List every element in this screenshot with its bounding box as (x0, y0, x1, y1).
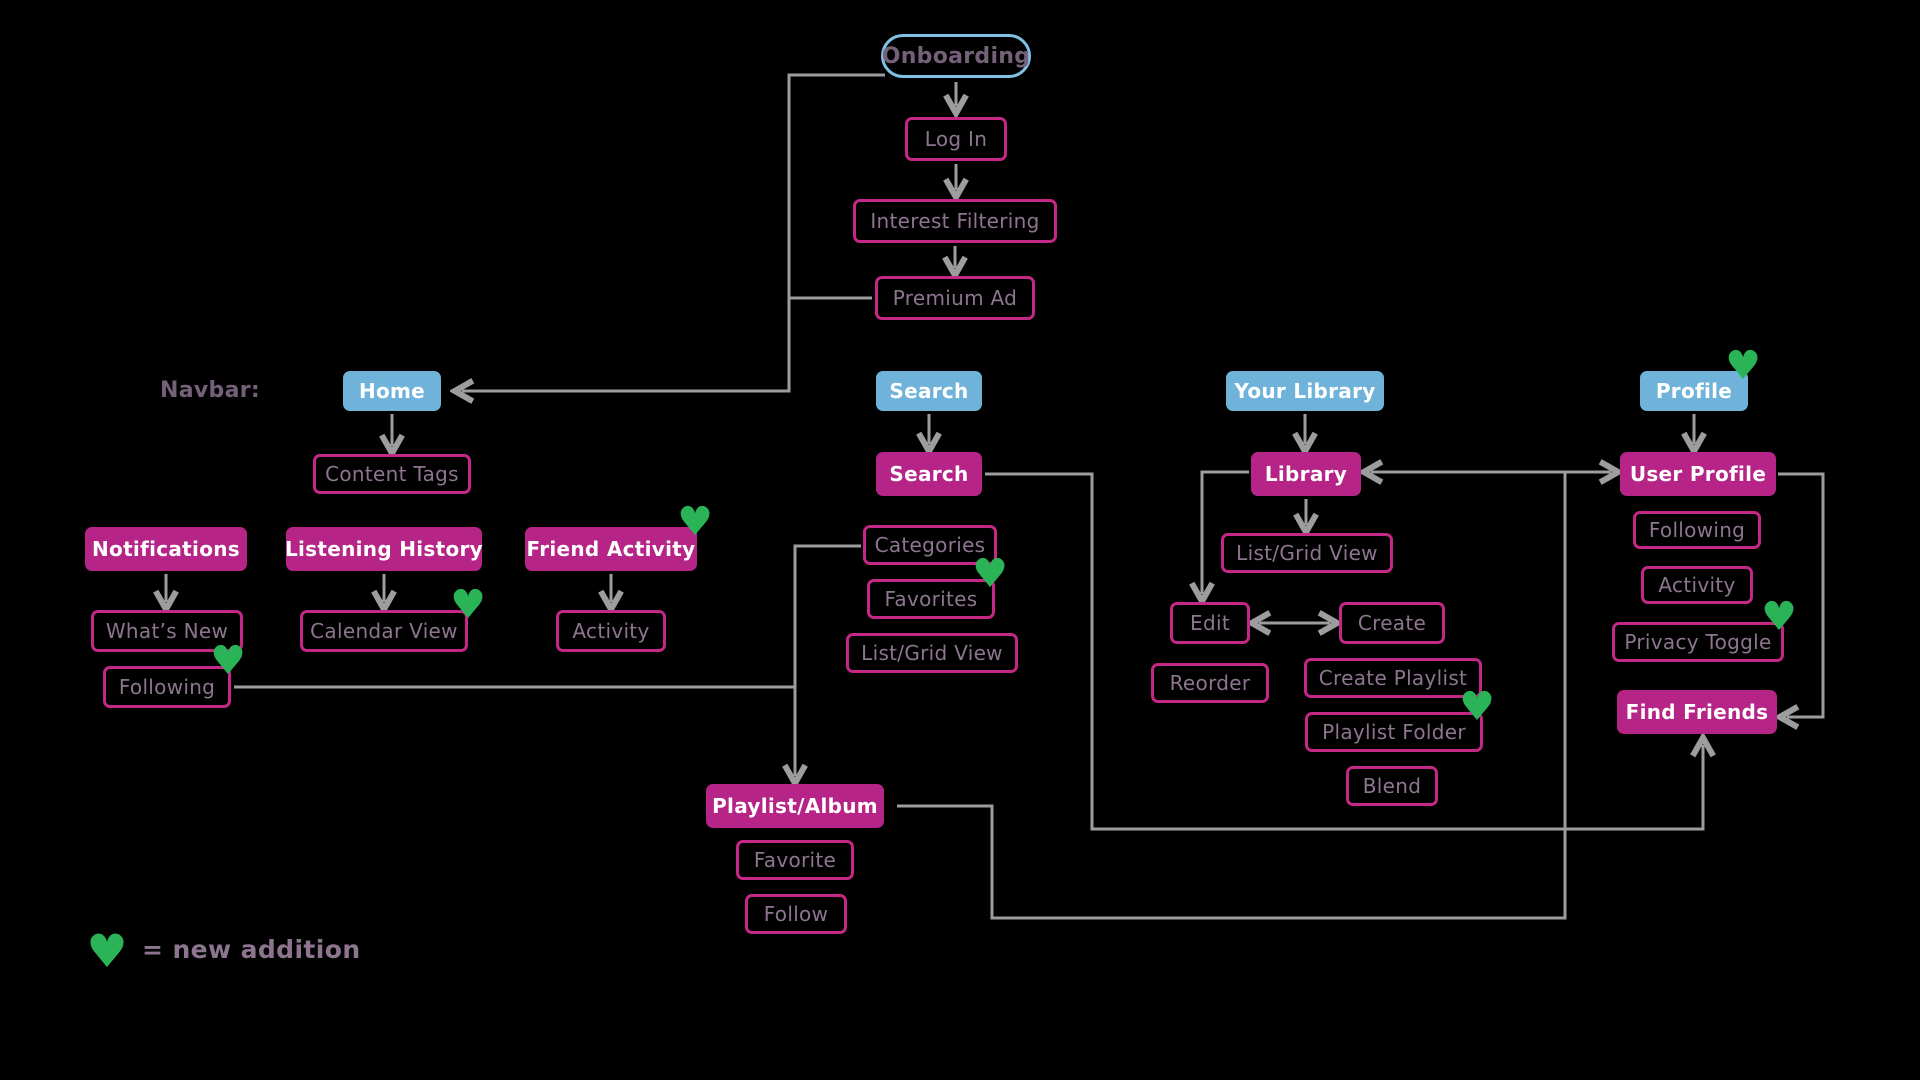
new-addition-heart-icon: ♥ (1725, 343, 1761, 389)
node-interest-filtering: Interest Filtering (853, 199, 1057, 243)
node-following-profile: Following (1633, 511, 1761, 549)
node-log-in: Log In (905, 117, 1007, 161)
node-create: Create (1339, 602, 1445, 644)
node-categories: Categories (863, 525, 997, 565)
node-listening-history: Listening History (285, 527, 483, 571)
node-favorite: Favorite (736, 840, 854, 880)
node-profile: Profile (1640, 371, 1748, 411)
node-list-grid-view-library: List/Grid View (1221, 533, 1393, 573)
node-favorites: Favorites (867, 579, 995, 619)
new-addition-heart-icon: ♥ (1761, 594, 1797, 640)
legend-new-addition-heart-icon: ♥ (86, 924, 128, 978)
node-blend: Blend (1346, 766, 1438, 806)
node-activity-profile: Activity (1641, 566, 1753, 604)
node-reorder: Reorder (1151, 663, 1269, 703)
node-following-home: Following (103, 666, 231, 708)
node-notifications: Notifications (85, 527, 247, 571)
node-find-friends: Find Friends (1617, 690, 1777, 734)
new-addition-heart-icon: ♥ (677, 499, 713, 545)
connector-search-findfriends (985, 474, 1703, 829)
legend-text: = new addition (142, 935, 361, 964)
connector-library-edit (1202, 472, 1249, 594)
connector-onboarding-home (462, 75, 885, 391)
node-calendar-view: Calendar View (300, 610, 468, 652)
node-onboarding: Onboarding (881, 34, 1031, 78)
node-premium-ad: Premium Ad (875, 276, 1035, 320)
node-edit: Edit (1170, 602, 1250, 644)
new-addition-heart-icon: ♥ (972, 551, 1008, 597)
node-activity-home: Activity (556, 610, 666, 652)
connector-categories-playlistalbum (795, 546, 861, 776)
node-create-playlist: Create Playlist (1304, 658, 1482, 698)
node-playlist-album: Playlist/Album (706, 784, 884, 828)
node-your-library: Your Library (1226, 371, 1384, 411)
node-content-tags: Content Tags (313, 454, 471, 494)
new-addition-heart-icon: ♥ (210, 638, 246, 684)
node-privacy-toggle: Privacy Toggle (1612, 622, 1784, 662)
node-list-grid-view-search: List/Grid View (846, 633, 1018, 673)
new-addition-heart-icon: ♥ (1459, 684, 1495, 730)
node-friend-activity: Friend Activity (525, 527, 697, 571)
node-user-profile: User Profile (1620, 452, 1776, 496)
new-addition-heart-icon: ♥ (450, 582, 486, 628)
navbar-label: Navbar: (160, 378, 260, 403)
node-home: Home (343, 371, 441, 411)
node-search-page: Search (876, 452, 982, 496)
node-follow: Follow (745, 894, 847, 934)
node-search-nav: Search (876, 371, 982, 411)
node-playlist-folder: Playlist Folder (1305, 712, 1483, 752)
node-library: Library (1251, 452, 1361, 496)
connector-userprofile-findfriends (1778, 474, 1823, 717)
connector-playlistalbum-riser (897, 472, 1565, 918)
